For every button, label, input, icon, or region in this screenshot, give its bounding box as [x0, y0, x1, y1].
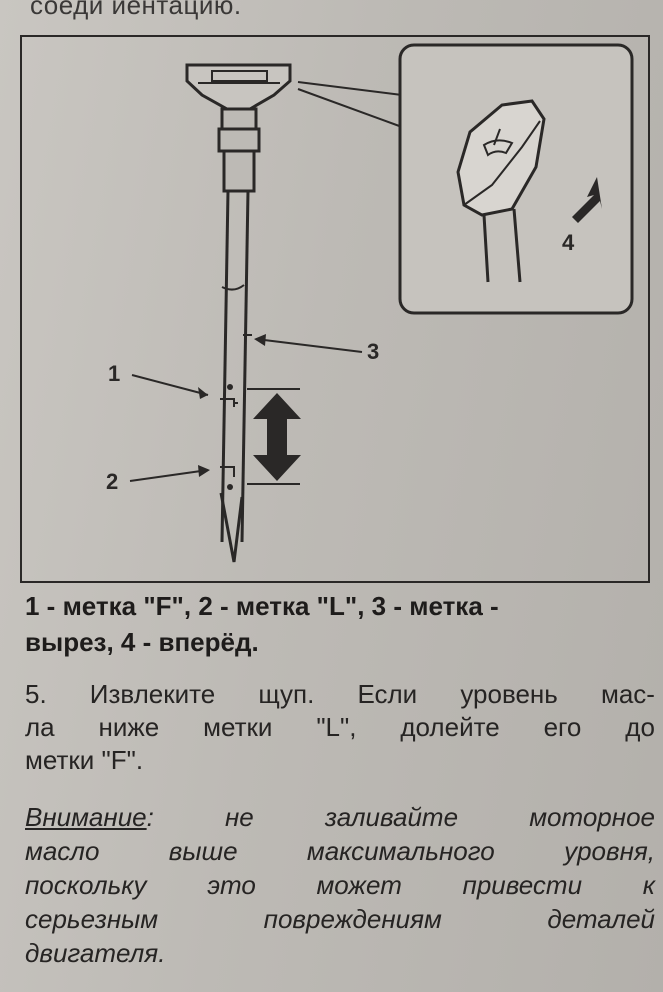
- mark-f: [220, 384, 238, 407]
- callout-2: 2: [106, 469, 118, 494]
- level-range-arrow: [247, 388, 301, 485]
- step-5-line-3: метки "F".: [25, 745, 144, 775]
- callout-leaders: [129, 334, 363, 482]
- warning-line-3: поскольку это может привести к: [25, 870, 655, 900]
- warning-line-4: серьезным повреждениям деталей: [25, 904, 655, 934]
- detail-inset: [297, 43, 634, 315]
- warning-line-5: двигателя.: [25, 938, 166, 968]
- callout-3: 3: [367, 339, 379, 364]
- mark-l: [220, 466, 235, 490]
- step-5-paragraph: 5. Извлеките щуп. Если уровень мас- ла н…: [25, 678, 655, 777]
- step-5-line-2: ла ниже метки "L", долейте его до: [25, 712, 655, 742]
- dipstick-illustration: 1 2 3 4: [106, 43, 634, 563]
- callout-1: 1: [108, 361, 120, 386]
- step-5-line-1: 5. Извлеките щуп. Если уровень мас-: [25, 679, 655, 709]
- warning-line-1: Внимание: не заливайте моторное: [25, 802, 655, 832]
- forward-arrow-icon: [572, 177, 602, 223]
- dipstick-figure: 1 2 3 4: [20, 35, 650, 583]
- callout-4: 4: [562, 230, 575, 255]
- warning-label: Внимание: [25, 802, 147, 832]
- warning-line-2: масло выше максимального уровня,: [25, 836, 655, 866]
- figure-caption: 1 - метка "F", 2 - метка "L", 3 - метка …: [25, 588, 655, 660]
- caption-line-2: вырез, 4 - вперёд.: [25, 627, 259, 657]
- warning-paragraph: Внимание: не заливайте моторное масло вы…: [25, 800, 655, 970]
- dipstick-shaft: [219, 190, 252, 563]
- cut-off-text-line: соеди иентацию.: [30, 0, 242, 20]
- caption-line-1: 1 - метка "F", 2 - метка "L", 3 - метка …: [25, 591, 499, 621]
- dipstick-handle: [185, 63, 292, 193]
